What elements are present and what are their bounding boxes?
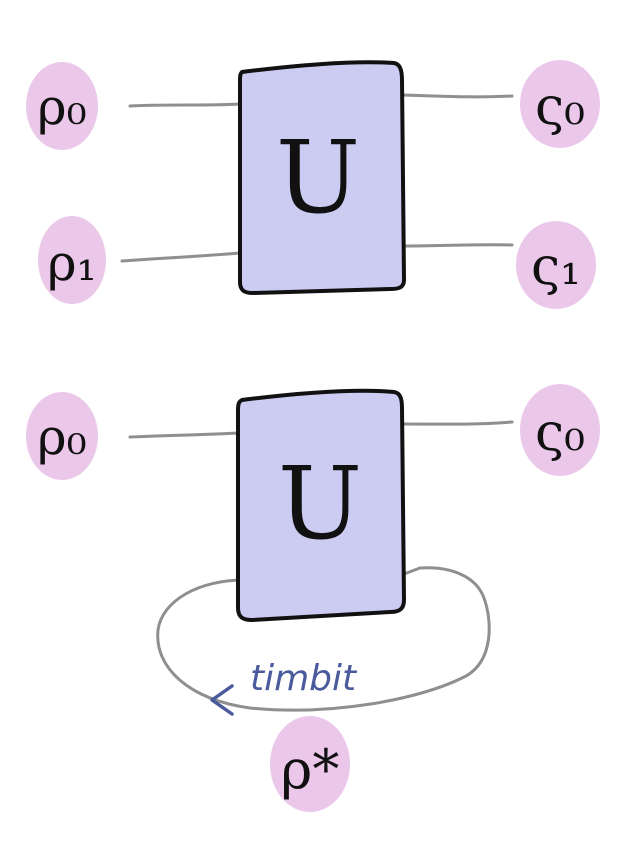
fixed-point-label: ρ*: [281, 738, 340, 801]
top-gate-u: [238, 60, 406, 295]
bottom-gate-label: U: [278, 445, 362, 562]
top-input-label-1: ρ₁: [47, 234, 96, 292]
timeloop-wire: [156, 566, 491, 712]
top-input-wire-0: [128, 102, 242, 108]
top-output-label-1: ς₁: [531, 237, 581, 297]
top-circuit: U ρ₀ ρ₁ ς₀ ς₁: [26, 60, 600, 309]
top-output-wire-1: [400, 243, 514, 248]
top-output-label-0: ς₀: [535, 77, 585, 137]
top-input-state-0: [26, 62, 98, 150]
top-input-label-0: ρ₀: [37, 78, 86, 136]
timeloop-arrow-icon: [210, 684, 234, 716]
top-gate-label: U: [276, 119, 360, 236]
bottom-output-wire: [400, 420, 514, 426]
bottom-gate-u: [236, 388, 406, 622]
top-input-wire-1: [120, 251, 242, 263]
top-output-wire-0: [400, 93, 514, 99]
top-output-state-1: [516, 221, 596, 309]
bottom-circuit: U ρ₀ ς₀ timbit ρ*: [26, 384, 600, 812]
top-input-state-1: [38, 216, 106, 304]
fixed-point-state: [270, 716, 350, 812]
bottom-input-label: ρ₀: [37, 408, 86, 466]
bottom-output-label: ς₀: [535, 403, 585, 463]
bottom-input-state: [26, 392, 98, 480]
top-output-state-0: [520, 60, 600, 148]
bottom-output-state: [520, 384, 600, 476]
bottom-input-wire: [128, 431, 240, 439]
timeloop-label: timbit: [250, 658, 358, 699]
